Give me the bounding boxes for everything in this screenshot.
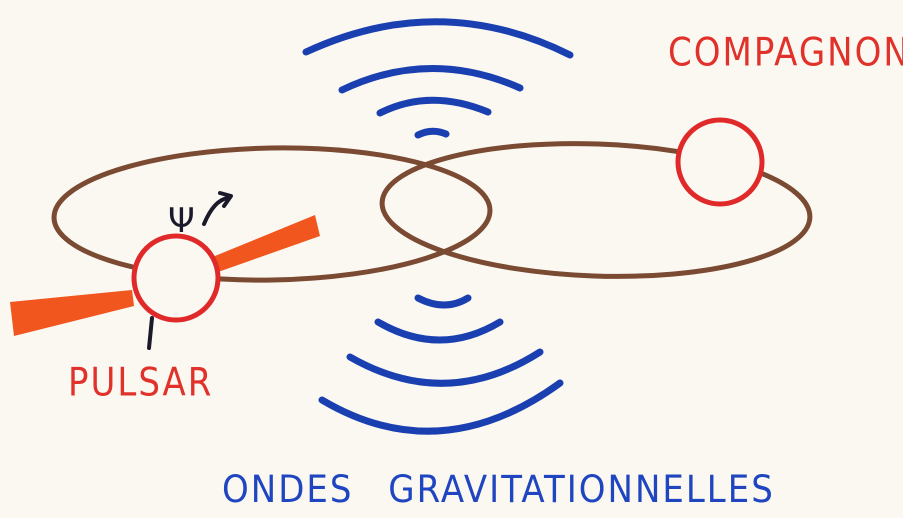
gravitational-waves-label: ONDES GRAVITATIONNELLES (222, 468, 775, 512)
wave-upper-3 (380, 100, 488, 113)
waves-lower (322, 298, 560, 431)
wave-lower-2 (378, 322, 500, 340)
beam-left (10, 290, 134, 336)
curved-arrow-icon (204, 198, 228, 224)
waves-upper (306, 22, 570, 135)
companion-label: COMPAGNON (668, 30, 903, 76)
pulsar-pointer (149, 318, 152, 348)
wave-upper-1 (306, 22, 570, 55)
wave-upper-4 (418, 131, 446, 135)
wave-upper-2 (342, 68, 520, 90)
wave-lower-3 (350, 352, 540, 383)
beam-right (210, 215, 320, 272)
wave-lower-4 (322, 383, 560, 431)
wave-lower-1 (418, 298, 468, 305)
pulsar-circle (134, 236, 218, 320)
companion-circle (678, 120, 762, 204)
pulsar-label: PULSAR (68, 360, 213, 406)
spin-indicator: Ψ (168, 193, 231, 241)
angle-symbol: Ψ (168, 201, 195, 241)
